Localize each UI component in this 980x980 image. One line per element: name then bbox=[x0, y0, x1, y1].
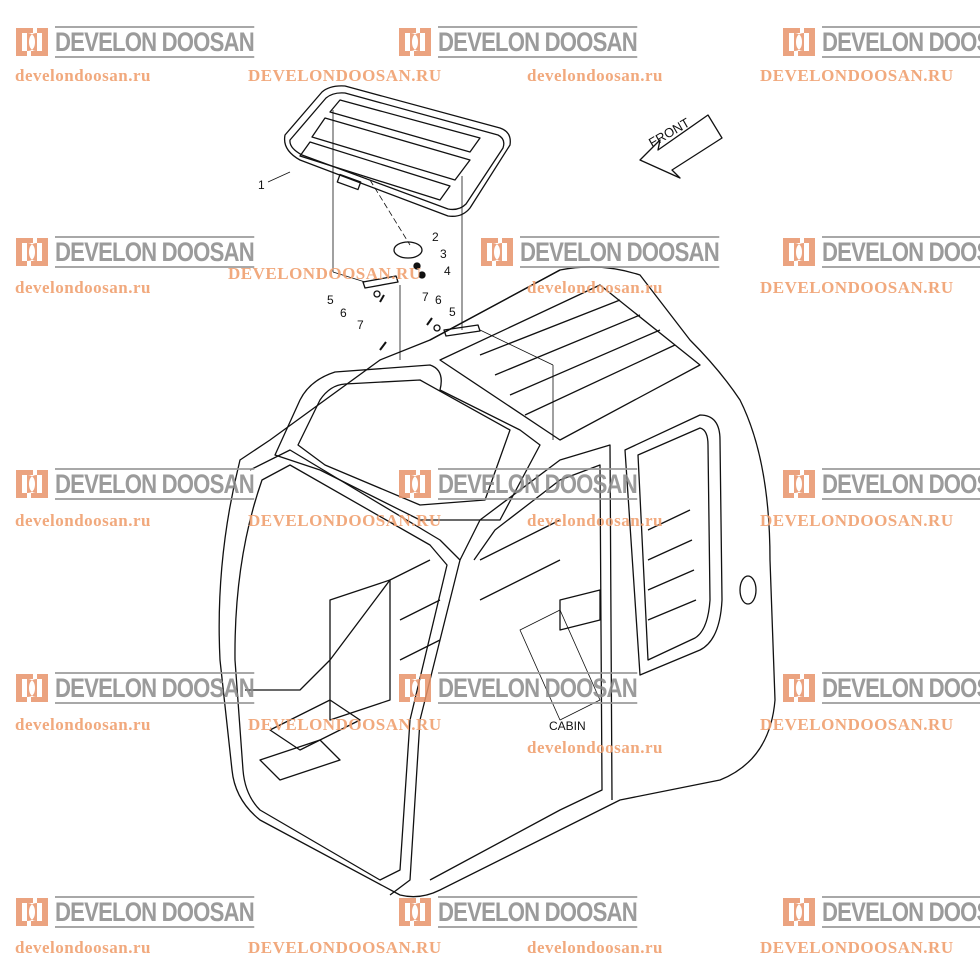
watermark-logo: DEVELON DOOSAN bbox=[398, 468, 681, 500]
develon-logo-icon bbox=[399, 898, 431, 926]
develon-logo-icon bbox=[481, 238, 513, 266]
develon-logo-icon bbox=[399, 470, 431, 498]
watermark-logo-text: DEVELON DOOSAN bbox=[822, 236, 980, 268]
watermark-logo: DEVELON DOOSAN bbox=[15, 26, 298, 58]
callout-6b: 6 bbox=[435, 293, 442, 307]
develon-logo-icon bbox=[16, 470, 48, 498]
watermark-url: develondoosan.ru bbox=[15, 511, 151, 530]
develon-logo-icon bbox=[783, 28, 815, 56]
callout-7: 7 bbox=[357, 318, 364, 332]
front-arrow-icon bbox=[639, 114, 723, 179]
develon-logo-icon bbox=[16, 238, 48, 266]
callout-6: 6 bbox=[340, 306, 347, 320]
watermark-logo: DEVELON DOOSAN bbox=[398, 896, 681, 928]
callout-5b: 5 bbox=[449, 305, 456, 319]
callout-7b: 7 bbox=[422, 290, 429, 304]
watermark-logo: DEVELON DOOSAN bbox=[15, 468, 298, 500]
watermark-logo-text: DEVELON DOOSAN bbox=[438, 468, 638, 500]
watermark-url: DEVELONDOOSAN.RU bbox=[248, 715, 442, 734]
watermark-url: develondoosan.ru bbox=[15, 938, 151, 957]
callout-5: 5 bbox=[327, 293, 334, 307]
callout-1: 1 bbox=[258, 178, 265, 192]
cabin-body bbox=[218, 266, 776, 898]
develon-logo-icon bbox=[783, 674, 815, 702]
watermark-logo: DEVELON DOOSAN bbox=[782, 468, 980, 500]
callout-3: 3 bbox=[440, 247, 447, 261]
watermark-logo-text: DEVELON DOOSAN bbox=[438, 26, 638, 58]
watermark-logo-text: DEVELON DOOSAN bbox=[822, 672, 980, 704]
watermark-logo: DEVELON DOOSAN bbox=[782, 672, 980, 704]
watermark-url: DEVELONDOOSAN.RU bbox=[760, 511, 954, 530]
develon-logo-icon bbox=[16, 674, 48, 702]
watermark-url: develondoosan.ru bbox=[15, 278, 151, 297]
watermark-logo: DEVELON DOOSAN bbox=[15, 672, 298, 704]
develon-logo-icon bbox=[783, 470, 815, 498]
watermark-logo: DEVELON DOOSAN bbox=[15, 896, 298, 928]
watermark-logo-text: DEVELON DOOSAN bbox=[55, 672, 255, 704]
watermark-logo: DEVELON DOOSAN bbox=[398, 672, 681, 704]
watermark-logo: DEVELON DOOSAN bbox=[480, 236, 763, 268]
cabin-label: CABIN bbox=[549, 719, 586, 733]
develon-logo-icon bbox=[16, 898, 48, 926]
hardware bbox=[362, 241, 481, 351]
callout-2: 2 bbox=[432, 230, 439, 244]
watermark-logo: DEVELON DOOSAN bbox=[782, 236, 980, 268]
watermark-url: develondoosan.ru bbox=[527, 511, 663, 530]
roof-hatch bbox=[283, 85, 511, 217]
watermark-url: develondoosan.ru bbox=[15, 66, 151, 85]
develon-logo-icon bbox=[16, 28, 48, 56]
watermark-logo-text: DEVELON DOOSAN bbox=[55, 26, 255, 58]
watermark-url: DEVELONDOOSAN.RU bbox=[760, 278, 954, 297]
watermark-logo-text: DEVELON DOOSAN bbox=[438, 672, 638, 704]
watermark-logo: DEVELON DOOSAN bbox=[15, 236, 298, 268]
watermark-url: DEVELONDOOSAN.RU bbox=[248, 938, 442, 957]
watermark-logo-text: DEVELON DOOSAN bbox=[822, 896, 980, 928]
watermark-url: DEVELONDOOSAN.RU bbox=[248, 511, 442, 530]
watermark-url: DEVELONDOOSAN.RU bbox=[248, 66, 442, 85]
watermark-url: develondoosan.ru bbox=[527, 66, 663, 85]
watermark-url: DEVELONDOOSAN.RU bbox=[760, 938, 954, 957]
watermark-logo-text: DEVELON DOOSAN bbox=[55, 896, 255, 928]
callout-4: 4 bbox=[444, 264, 451, 278]
watermark-logo-text: DEVELON DOOSAN bbox=[55, 468, 255, 500]
watermark-logo-text: DEVELON DOOSAN bbox=[438, 896, 638, 928]
watermark-logo-text: DEVELON DOOSAN bbox=[520, 236, 720, 268]
watermark-logo-text: DEVELON DOOSAN bbox=[55, 236, 255, 268]
watermark-logo-text: DEVELON DOOSAN bbox=[822, 26, 980, 58]
develon-logo-icon bbox=[783, 238, 815, 266]
watermark-logo: DEVELON DOOSAN bbox=[398, 26, 681, 58]
watermark-url: DEVELONDOOSAN.RU bbox=[228, 264, 422, 283]
watermark-logo-text: DEVELON DOOSAN bbox=[822, 468, 980, 500]
develon-logo-icon bbox=[399, 674, 431, 702]
watermark-logo: DEVELON DOOSAN bbox=[782, 26, 980, 58]
develon-logo-icon bbox=[783, 898, 815, 926]
watermark-url: DEVELONDOOSAN.RU bbox=[760, 66, 954, 85]
develon-logo-icon bbox=[399, 28, 431, 56]
watermark-url: develondoosan.ru bbox=[527, 738, 663, 757]
watermark-url: develondoosan.ru bbox=[527, 278, 663, 297]
watermark-url: develondoosan.ru bbox=[15, 715, 151, 734]
watermark-url: DEVELONDOOSAN.RU bbox=[760, 715, 954, 734]
watermark-url: develondoosan.ru bbox=[527, 938, 663, 957]
watermark-logo: DEVELON DOOSAN bbox=[782, 896, 980, 928]
